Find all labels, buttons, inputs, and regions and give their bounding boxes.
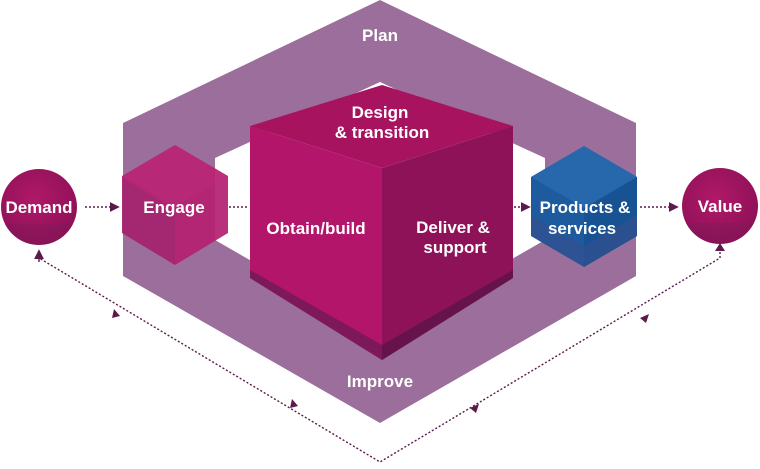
value-label: Value [698,197,742,216]
engage-cube [122,145,228,265]
obtain-build-label: Obtain/build [266,219,365,238]
improve-label: Improve [347,372,413,391]
engage-label: Engage [143,198,204,217]
demand-label: Demand [5,198,72,217]
value-node [682,168,758,245]
plan-label: Plan [362,26,398,45]
products-services-label-line2: services [548,219,616,238]
products-services-label-line1: Products & [540,198,631,217]
deliver-support-label-line2: support [423,238,487,257]
demand-node [1,169,77,246]
design-transition-label-line2: & transition [335,123,429,142]
feedback-loop-arrowheads [112,243,725,413]
products-services-cube [531,146,637,267]
cube-left-face [250,126,382,360]
plan-improve-hexagon [123,0,636,423]
cube-top-face [250,85,513,168]
cube-right-face [382,126,513,360]
main-cube [250,85,513,360]
deliver-support-label-line1: Deliver & [416,218,490,237]
design-transition-label-line1: Design [352,103,409,122]
